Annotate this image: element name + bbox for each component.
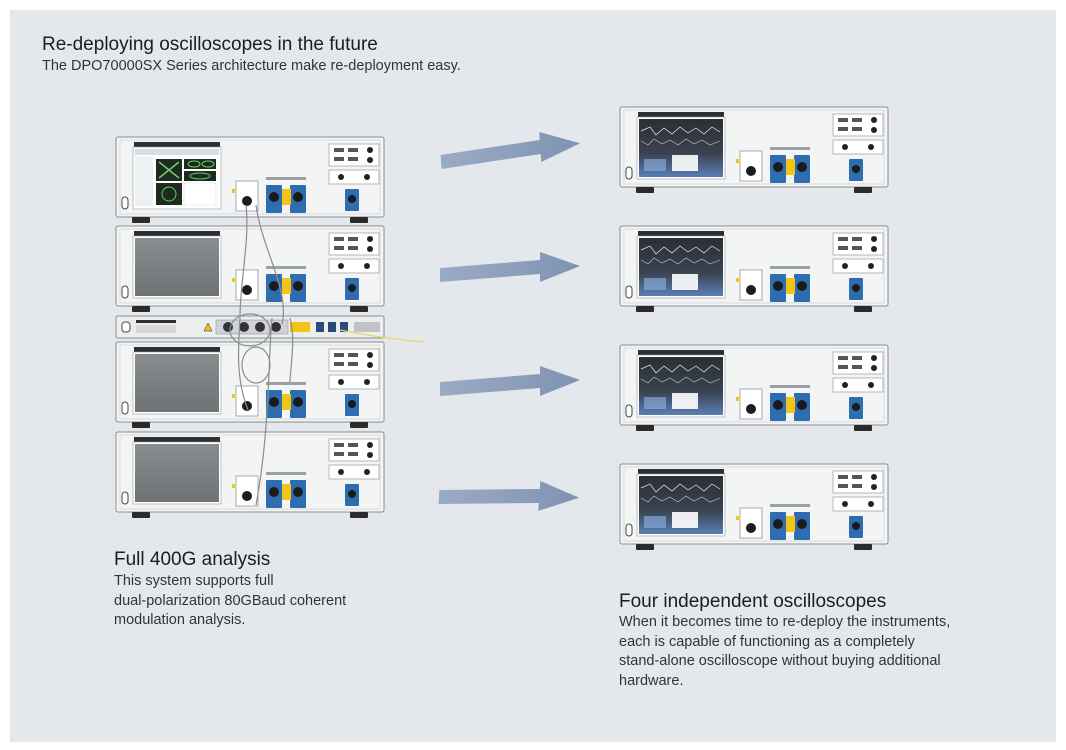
right-caption-title: Four independent oscilloscopes — [619, 591, 887, 612]
arrow-2 — [440, 252, 580, 282]
left-caption-line-3: modulation analysis. — [114, 612, 246, 628]
instrument-2 — [619, 225, 889, 313]
instrument-1 — [619, 106, 889, 194]
stack-unit-3 — [115, 341, 385, 429]
arrow-3 — [440, 366, 580, 396]
right-instruments — [619, 106, 889, 551]
page-subtitle: The DPO70000SX Series architecture make … — [42, 58, 461, 74]
right-caption-line-2: each is capable of functioning as a comp… — [619, 633, 915, 650]
right-caption-line-4: hardware. — [619, 672, 684, 689]
instrument-4 — [619, 463, 889, 551]
left-caption-line-2: dual-polarization 80GBaud coherent — [114, 592, 347, 609]
stack-unit-4 — [115, 431, 385, 519]
interconnect-cables — [229, 204, 425, 506]
stack-unit-2 — [115, 225, 385, 313]
left-stack — [115, 136, 425, 519]
stack-unit-analysis — [115, 136, 385, 224]
arrow-1 — [439, 129, 582, 169]
right-caption-body: When it becomes time to re-deploy the in… — [619, 613, 950, 691]
right-caption-line-3: stand-alone oscilloscope without buying … — [619, 653, 941, 669]
left-caption-body: This system supports full dual-polarizat… — [114, 572, 346, 631]
left-caption-line-1: This system supports full — [114, 573, 274, 589]
optical-module — [115, 315, 385, 339]
arrows — [438, 129, 582, 514]
arrow-4 — [438, 474, 581, 514]
instrument-3 — [619, 344, 889, 432]
right-caption-line-1: When it becomes time to re-deploy the in… — [619, 614, 951, 630]
page-title: Re-deploying oscilloscopes in the future — [42, 34, 378, 55]
left-caption-title: Full 400G analysis — [114, 549, 271, 570]
